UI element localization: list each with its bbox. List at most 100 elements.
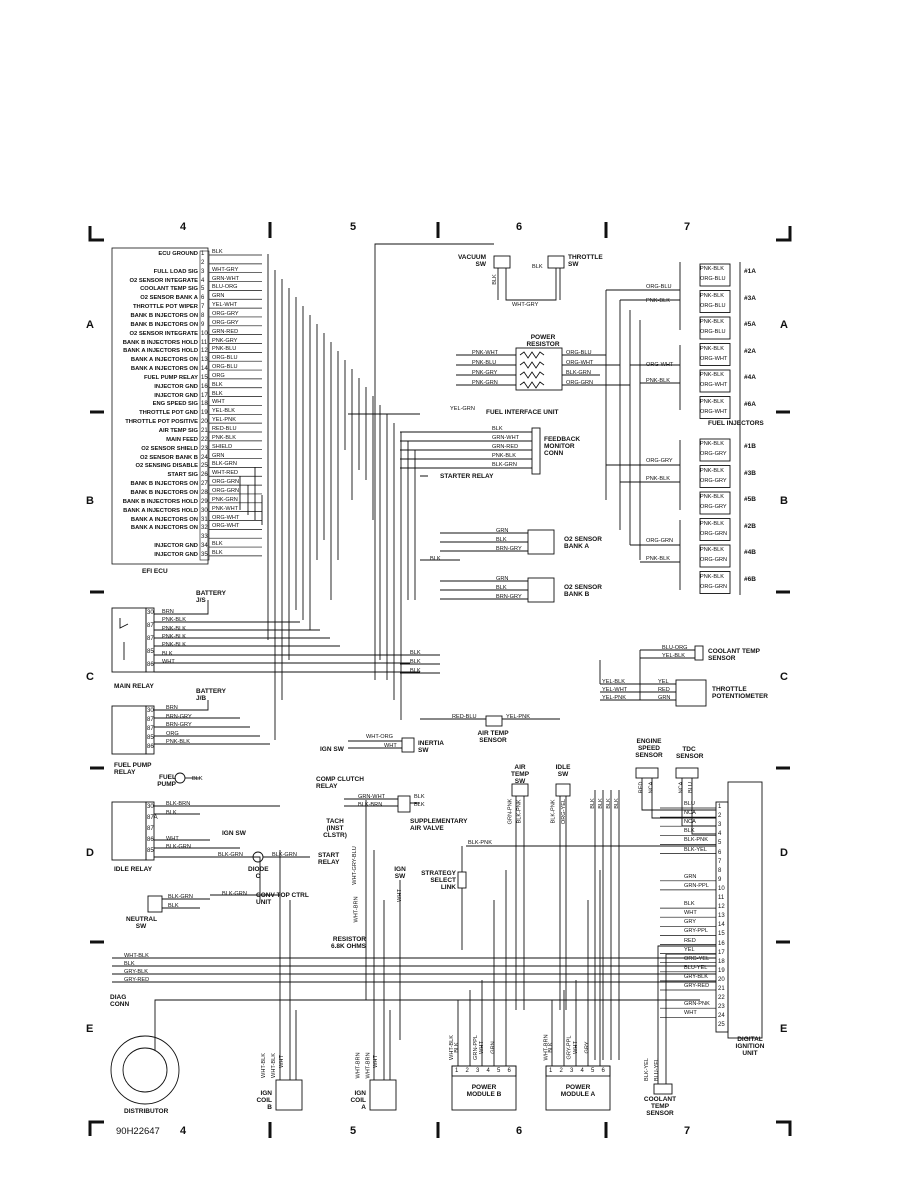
fuel-pump-relay-wire: BRN: [166, 705, 178, 711]
main-relay-wire: PNK-BLK: [162, 633, 186, 640]
engine-speed-wire-1: RED: [638, 781, 645, 794]
ecu-pin-wire: YEL-BLK: [212, 408, 236, 415]
injector-id: #3B: [744, 469, 756, 477]
ecu-pin-label: ECU GROUND: [158, 251, 198, 257]
dig-ign-pin-number: 8: [718, 867, 722, 874]
inertia-wire-2: WHT: [384, 743, 397, 749]
injector-box: [699, 316, 731, 340]
engine-speed-wire-2: NCA: [648, 781, 655, 794]
ecu-pin-number: 1: [201, 251, 205, 257]
injector-wire-org: ORG-GRY: [700, 477, 727, 484]
ecu-pin-number: 10: [201, 330, 208, 337]
strategy-link-title: STRATEGY SELECT LINK: [421, 870, 456, 891]
ecu-pin-wire: PNK-BLU: [212, 346, 237, 353]
injector-id: #4A: [744, 374, 756, 381]
fuel-pump-relay-wire: BRN-GRY: [166, 713, 192, 720]
ecu-pin-wire: BLK: [212, 541, 223, 548]
resistor-title: RESISTOR 6.8K OHMS: [330, 936, 366, 950]
coolant-wire-2: YEL-BLK: [662, 653, 686, 659]
ecu-pin-label: FUEL PUMP RELAY: [143, 374, 198, 381]
dig-ign-pin-wire: WHT: [684, 910, 697, 917]
ecu-pin-label: INJECTOR GND: [154, 383, 198, 390]
fuel-interface-wire: YEL-GRN: [450, 406, 475, 412]
dig-ign-pin-wire: BLU: [684, 801, 695, 807]
ign-switch-label: IGN SW: [394, 866, 406, 880]
air-temp-switch-title: AIR TEMP SW: [510, 764, 530, 785]
ecu-pin-number: 19: [201, 410, 208, 417]
throttle-pot-wire-left: YEL-WHT: [602, 687, 628, 693]
tdc-wire-1: NCA: [678, 781, 685, 794]
injector-wire-pnk: PNK-BLK: [700, 345, 724, 352]
dist-lead-wire-2: BLK: [597, 798, 604, 809]
main-relay-wire: BLK: [162, 650, 173, 657]
power-module-wire: GRN: [490, 1041, 497, 1054]
injector-wire-pnk: PNK-BLK: [700, 494, 724, 500]
power-module-wire: BLK: [453, 1042, 460, 1053]
idle-switch-wire-1: BLK-PNK: [550, 799, 557, 824]
column-label-7: 7: [684, 221, 691, 233]
power-module-pin: 3: [476, 1068, 480, 1074]
tdc-sensor-title: TDC SENSOR: [676, 746, 704, 760]
ecu-pin-label: O2 SENSING DISABLE: [135, 463, 199, 470]
comp-clutch-conn-wire-2: BLK: [414, 802, 425, 808]
ecu-pin-number: 25: [201, 463, 208, 470]
diode-title: DIODE C: [248, 866, 269, 880]
switch-link-wire: WHT-GRY: [512, 302, 539, 308]
ecu-pin-label: BANK A INJECTORS HOLD: [123, 507, 198, 514]
power-module-wire: BLK: [547, 1042, 554, 1053]
injector-wire-org: ORG-WHT: [700, 408, 728, 415]
power-resistor-in-wire: PNK-GRN: [472, 380, 498, 386]
dig-ign-pin-wire: NCA: [684, 819, 696, 826]
ecu-pin-wire: PNK-GRY: [212, 337, 238, 344]
o2-sensor-title: O2 SENSOR BANK A: [564, 536, 602, 550]
o2-sensor-title: O2 SENSOR BANK B: [564, 584, 602, 598]
ecu-pin-number: 3: [201, 268, 205, 275]
injector-wire-org: ORG-GRN: [700, 557, 728, 563]
ecu-pin-number: 35: [201, 551, 208, 558]
dig-ign-pin-number: 14: [718, 922, 725, 929]
dig-ign-pin-wire: BLK: [684, 901, 695, 908]
column-label-5-bottom: 5: [350, 1125, 357, 1137]
dig-ign-pin-wire: BLK-PNK: [684, 837, 708, 844]
dig-ign-pin-number: 6: [718, 849, 722, 856]
comp-clutch-conn-wire-1: BLK: [414, 794, 425, 800]
air-temp-switch-wire-1: GRN-PNK: [507, 798, 514, 825]
row-label-c-right: C: [780, 671, 788, 683]
dig-ign-pin-number: 4: [718, 831, 722, 838]
ecu-pin-wire: BLK: [212, 249, 223, 255]
injector-wire-pnk: PNK-BLK: [700, 319, 724, 325]
main-relay-pin: 87: [147, 623, 154, 629]
dig-ign-pin-wire: BLK-YEL: [684, 846, 708, 853]
dig-ign-pin-number: 12: [718, 904, 725, 911]
ecu-title: EFI ECU: [142, 568, 168, 575]
ign-coil-b-wire-2: WHT-BLK: [270, 1053, 277, 1078]
ecu-pin-label: COOLANT TEMP SIG: [140, 286, 198, 293]
column-label-4-bottom: 4: [180, 1125, 187, 1137]
ecu-pin-label: BANK A INJECTORS ON: [130, 525, 198, 532]
injector-id: #5B: [744, 496, 756, 503]
ecu-pin-label: BANK A INJECTORS ON: [130, 357, 198, 364]
dig-ign-pin-wire: WHT: [684, 1010, 697, 1017]
injector-wire-org: ORG-BLU: [700, 276, 726, 282]
ecu-pin-wire: RED-BLU: [212, 426, 237, 432]
dig-ign-pin-wire: GRY-PPL: [684, 928, 708, 935]
injector-wire-org: ORG-GRY: [700, 504, 727, 510]
air-temp-wire-1: RED-BLU: [452, 714, 477, 720]
dig-ign-pin-wire: RED: [684, 937, 696, 944]
dig-ign-pin-wire: GRN: [684, 873, 697, 880]
ecu-pin-number: 14: [201, 366, 208, 373]
diag-conn-wire: GRY-RED: [124, 977, 150, 983]
ecu-pin-label: FULL LOAD SIG: [153, 268, 198, 275]
injector-wire-pnk: PNK-BLK: [700, 441, 724, 447]
strategy-link-wire: BLK-PNK: [468, 840, 492, 846]
ecu-pin-label: START SIG: [167, 472, 199, 479]
power-module-wire: WHT: [572, 1041, 579, 1054]
injector-wire-pnk: PNK-BLK: [700, 398, 724, 405]
dig-ign-pin-wire: ORG-YEL: [684, 955, 710, 962]
vacuum-switch-wire: BLK: [491, 274, 498, 285]
ecu-pin-number: 8: [201, 312, 205, 319]
ecu-pin-label: BANK A INJECTORS ON: [130, 516, 198, 523]
injector-feed-wire: PNK-BLK: [646, 556, 670, 562]
ecu-pin-number: 16: [201, 383, 208, 390]
